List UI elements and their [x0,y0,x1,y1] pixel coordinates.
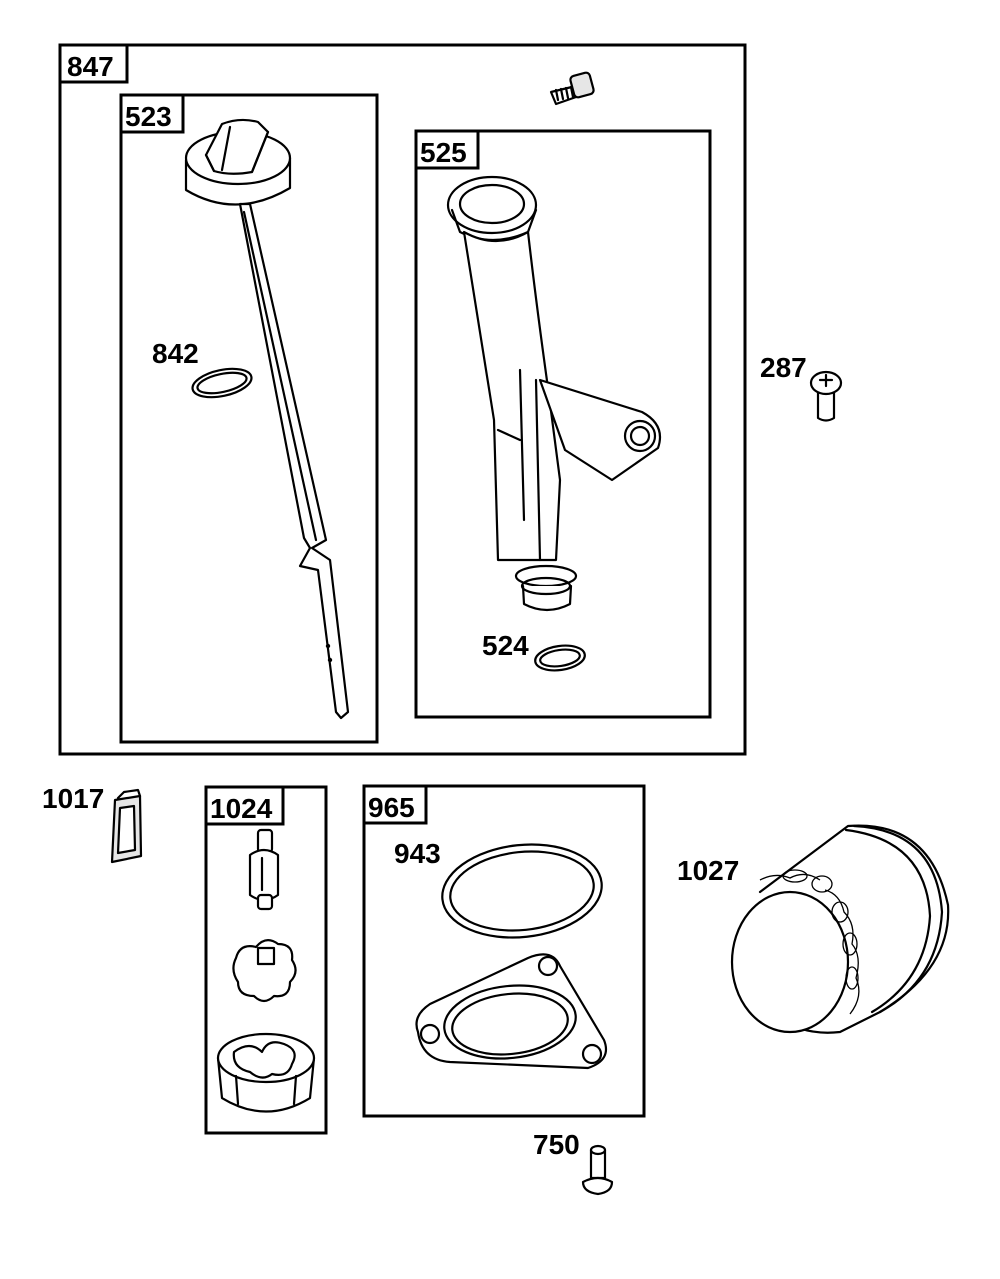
part-524-label: 524 [482,630,529,661]
group-523: 523 [119,93,379,744]
group-525: 525 [414,129,712,719]
oil-pump-rotor-icon [232,939,297,1003]
group-1024-label: 1024 [210,793,273,824]
part-287-label: 287 [760,352,807,383]
o-ring-icon [534,644,586,672]
gasket-icon [441,843,603,939]
group-847: 847 [58,43,747,756]
dipstick-icon [184,118,350,720]
group-847-label: 847 [67,51,114,82]
bolt-icon [581,1144,614,1196]
oil-pump-shaft-icon [248,828,280,911]
part-1027-label: 1027 [677,855,739,886]
part-943-label: 943 [394,838,441,869]
part-842-label: 842 [152,338,199,369]
bolt-icon [809,370,843,422]
oil-filter-icon [730,824,950,1034]
oil-pump-housing-icon [216,1032,316,1113]
group-965: 965 [362,784,646,1118]
screw-icon [549,71,595,106]
part-1017-label: 1017 [42,783,104,814]
filter-element-icon [110,788,143,864]
dipstick-tube-icon [446,175,662,612]
group-1024: 1024 [204,785,328,1135]
part-750-label: 750 [533,1129,580,1160]
group-523-label: 523 [125,101,172,132]
group-525-label: 525 [420,137,467,168]
cover-plate-icon [415,953,608,1070]
group-965-label: 965 [368,792,415,823]
o-ring-icon [191,367,253,399]
